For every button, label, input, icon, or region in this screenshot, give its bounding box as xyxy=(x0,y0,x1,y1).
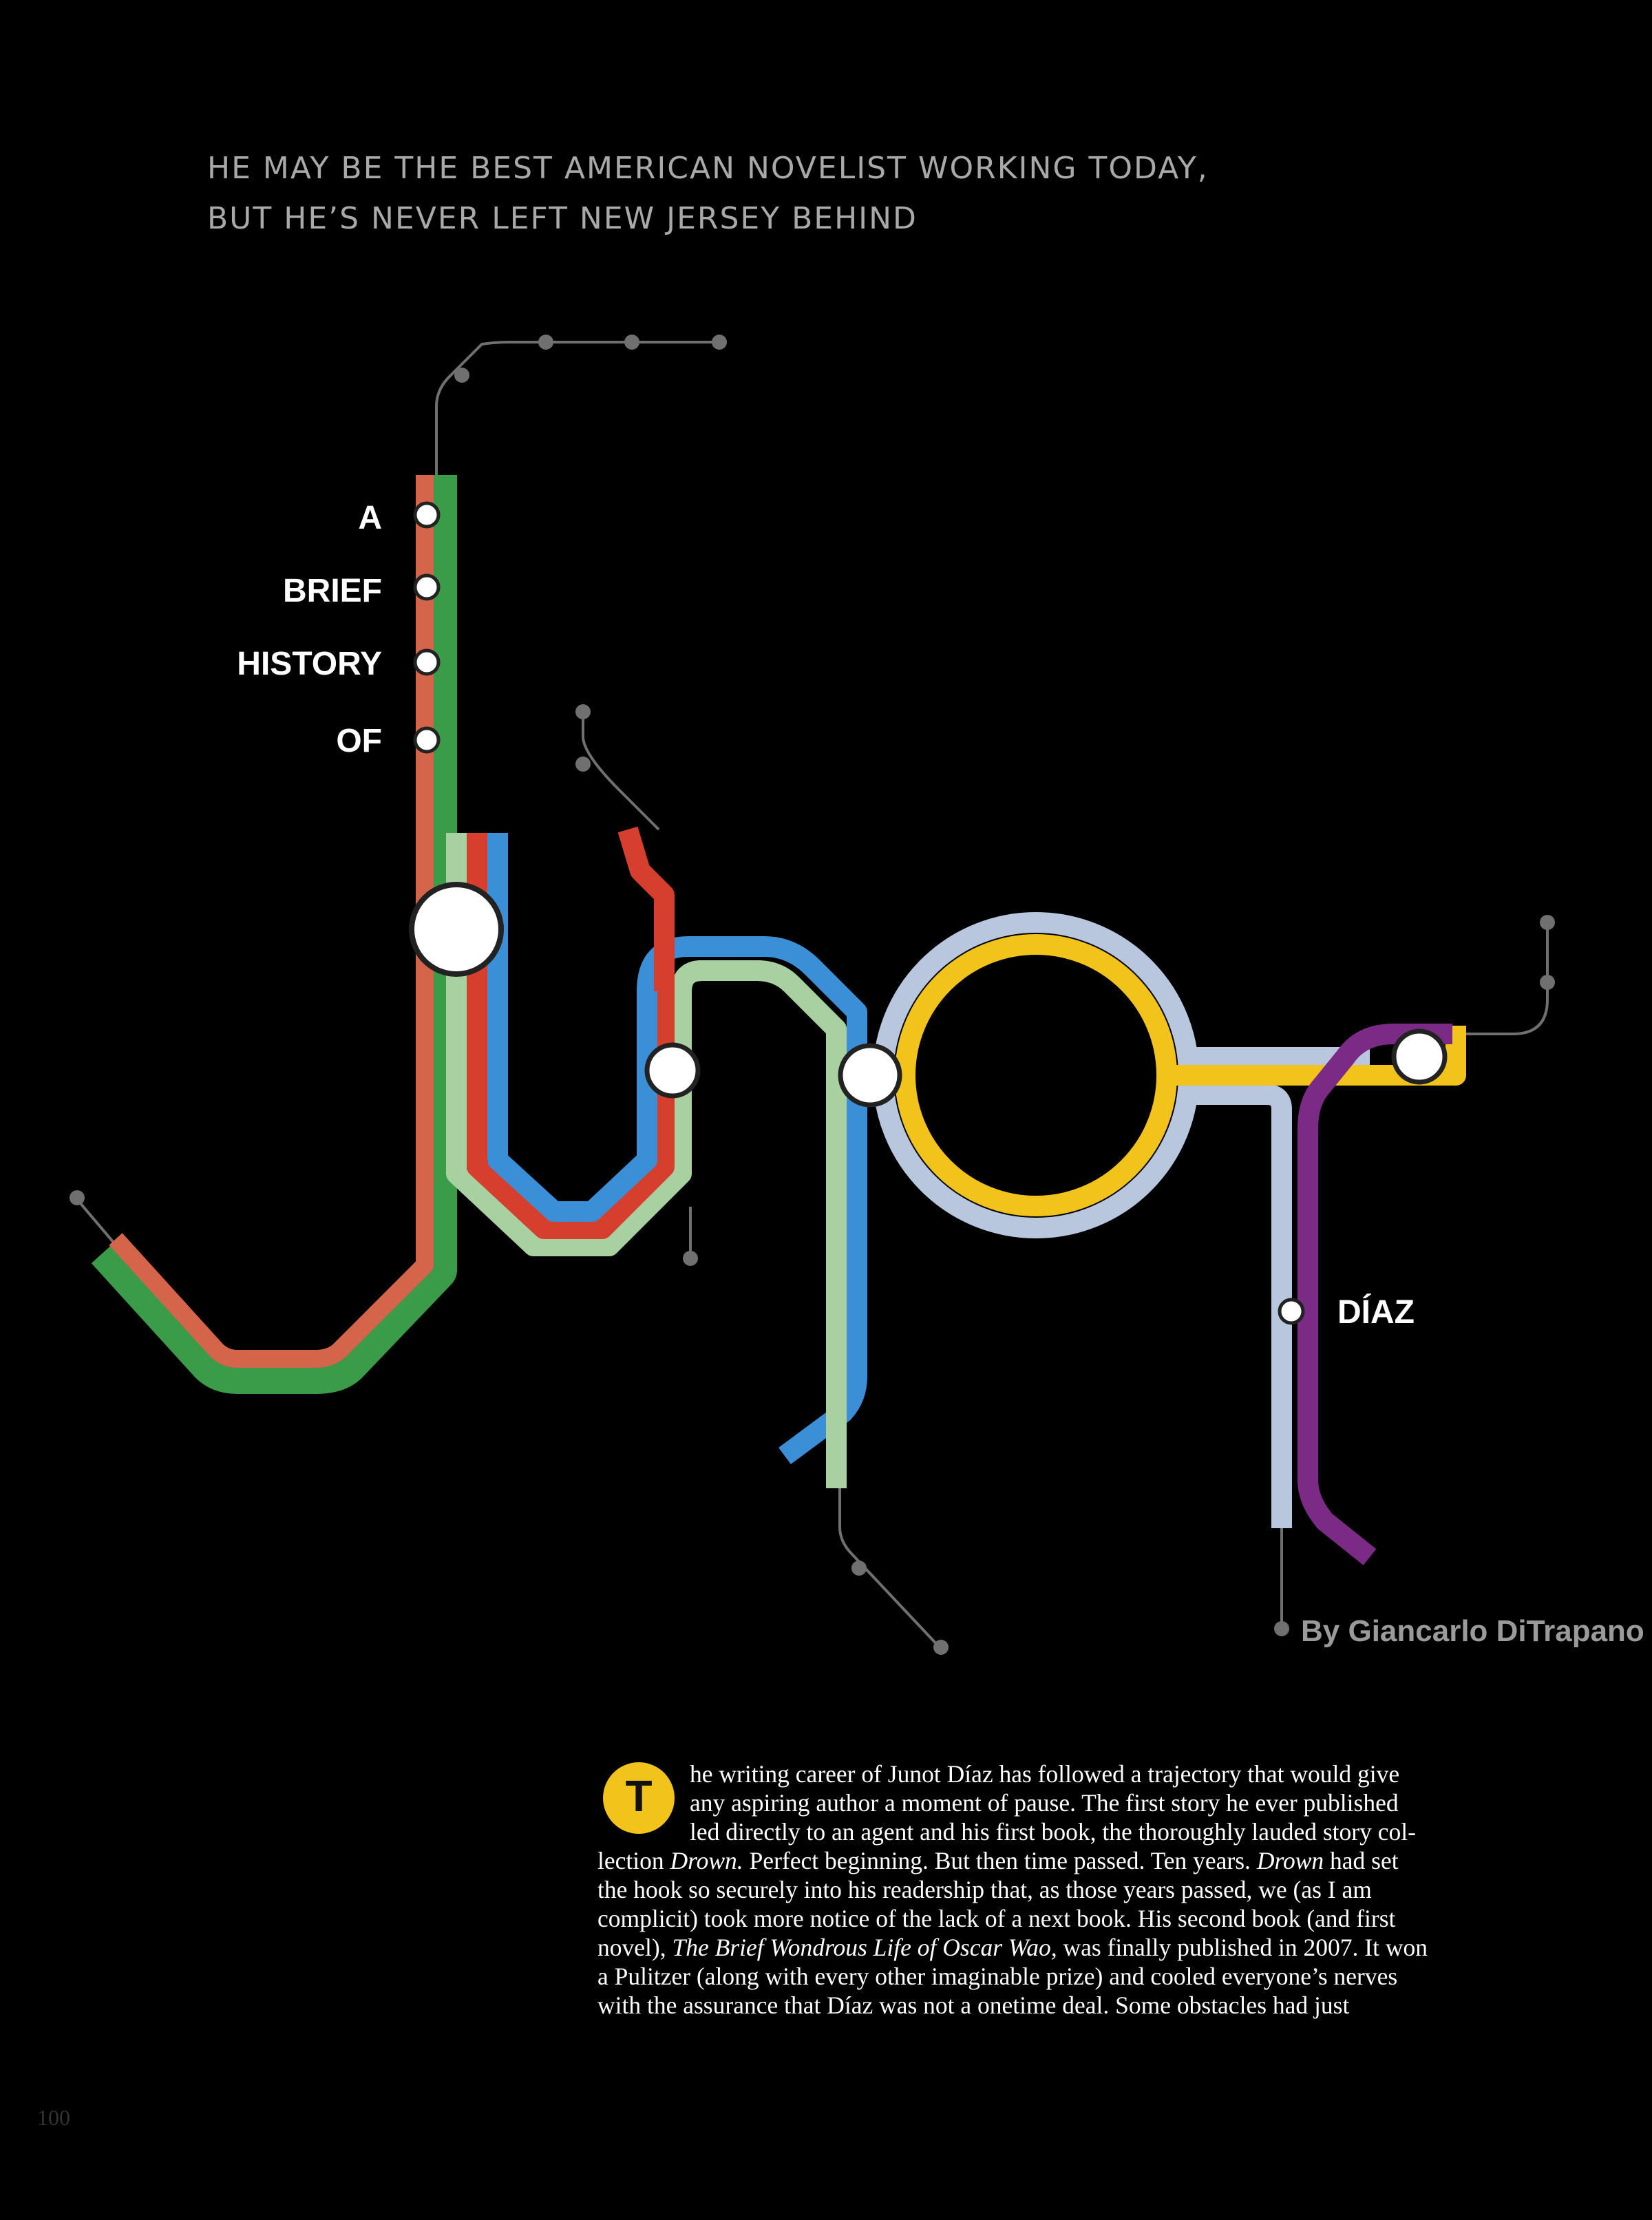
station-history xyxy=(413,648,441,676)
byline: By Giancarlo DiTrapano xyxy=(1301,1614,1644,1648)
dek-line-1: HE MAY BE THE BEST AMERICAN NOVELIST WOR… xyxy=(207,151,1209,186)
label-of: OF xyxy=(336,723,382,759)
label-a: A xyxy=(358,500,382,536)
article-line: with the assurance that Díaz was not a o… xyxy=(597,1991,1350,2019)
station-diaz xyxy=(1278,1298,1305,1325)
dek-line-2: BUT HE’S NEVER LEFT NEW JERSEY BEHIND xyxy=(207,201,918,236)
label-history: HISTORY xyxy=(237,646,382,682)
station-interchange-n xyxy=(838,1043,902,1108)
label-diaz: DÍAZ xyxy=(1337,1293,1415,1331)
spur-right xyxy=(1452,922,1549,1035)
subway-map-junot: A BRIEF HISTORY OF DÍAZ By Giancarlo DiT… xyxy=(70,335,1644,1655)
label-brief: BRIEF xyxy=(283,573,382,609)
line-lavender-down xyxy=(1189,1084,1292,1528)
article-line: lection Drown. Perfect beginning. But th… xyxy=(597,1847,1399,1874)
line-blue-u xyxy=(487,833,867,1465)
spur-lines xyxy=(74,341,1549,1649)
drop-cap-letter: T xyxy=(625,1771,653,1821)
loop-yellow xyxy=(895,934,1177,1216)
spur-dots xyxy=(70,335,1555,1655)
article-line: the hook so securely into his readership… xyxy=(597,1876,1372,1903)
station-interchange-j xyxy=(409,882,504,977)
article-line: any aspiring author a moment of pause. T… xyxy=(690,1789,1399,1817)
station-interchange-u xyxy=(644,1042,701,1099)
page-number: 100 xyxy=(37,2105,70,2130)
article-line: complicit) took more notice of the lack … xyxy=(597,1905,1396,1932)
drop-cap: T xyxy=(603,1762,675,1834)
station-a xyxy=(413,501,441,529)
line-red-u xyxy=(467,826,675,1239)
article-line: novel), The Brief Wondrous Life of Oscar… xyxy=(597,1934,1428,1961)
headline-dek: HE MAY BE THE BEST AMERICAN NOVELIST WOR… xyxy=(207,143,1446,244)
article-line: a Pulitzer (along with every other imagi… xyxy=(597,1963,1398,1990)
line-green-j xyxy=(91,475,457,1394)
station-interchange-t xyxy=(1391,1028,1448,1085)
article-line: led directly to an agent and his first b… xyxy=(690,1818,1416,1846)
article-body: he writing career of Junot Díaz has foll… xyxy=(597,1759,1537,2020)
loop-lavender xyxy=(873,912,1199,1238)
spur-top xyxy=(435,341,719,476)
station-of xyxy=(413,726,441,754)
line-purple xyxy=(1298,1024,1452,1565)
article-line: he writing career of Junot Díaz has foll… xyxy=(690,1760,1400,1788)
spur-lightgreen-bottom xyxy=(838,1487,941,1649)
spur-red xyxy=(582,709,660,831)
stations xyxy=(409,501,1448,1325)
line-yellow-bar xyxy=(1167,1026,1466,1086)
line-salmon-j xyxy=(109,475,434,1368)
station-brief xyxy=(413,573,441,601)
